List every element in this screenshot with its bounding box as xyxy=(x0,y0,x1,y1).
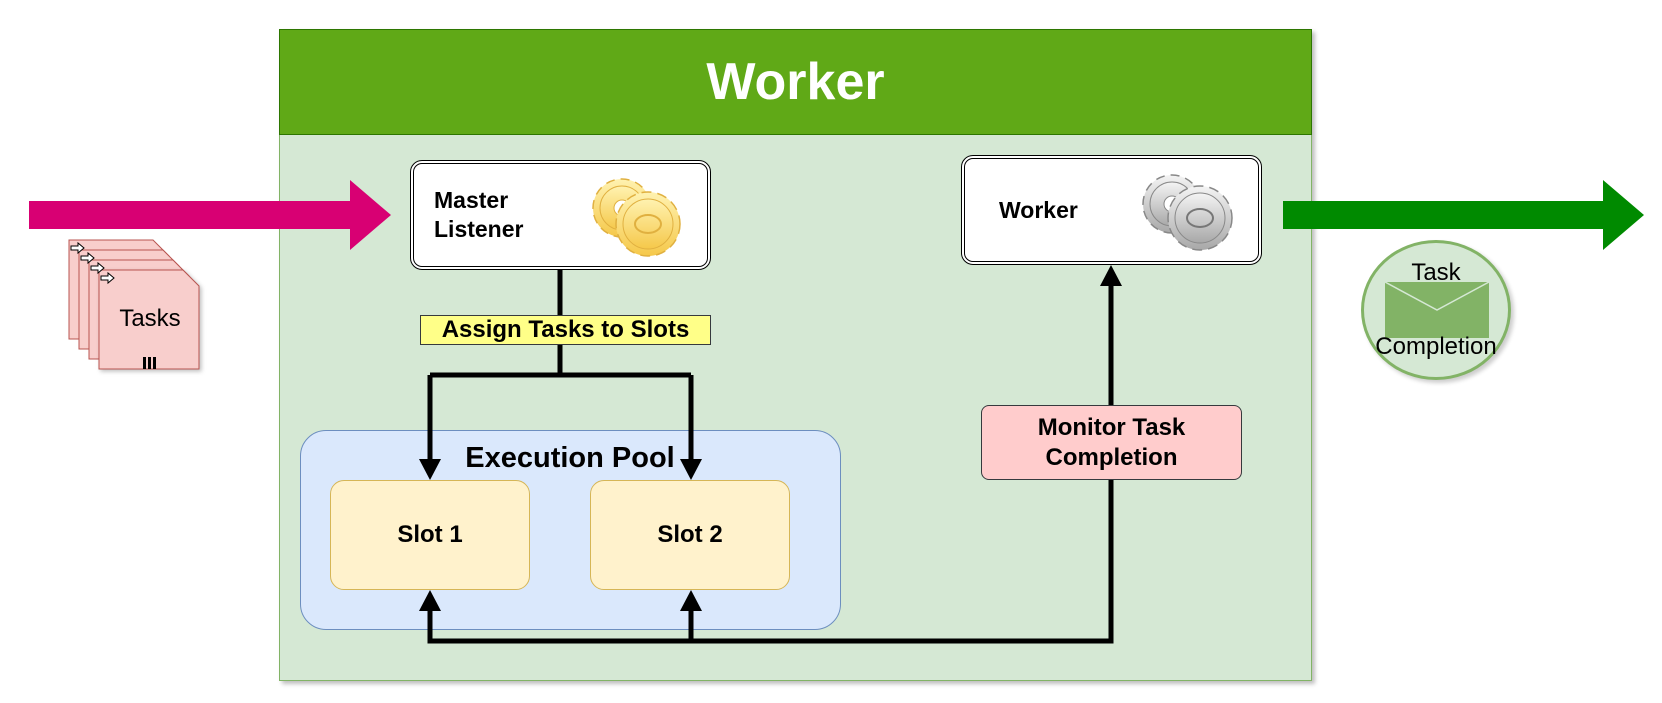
tasks-label: Tasks xyxy=(119,305,181,332)
arrowhead-worker-up xyxy=(1100,265,1122,286)
page-arrow-icon xyxy=(100,271,115,285)
arrowhead-slot-2-down xyxy=(680,459,702,480)
arrowhead-slot-2-up xyxy=(680,590,702,611)
worker-title: Worker xyxy=(279,29,1312,135)
page-arrow-icon xyxy=(70,241,85,255)
arrowhead-slot-1-up xyxy=(419,590,441,611)
output-arrow xyxy=(1283,180,1644,250)
task-sheet-4 xyxy=(98,269,200,370)
assign-tasks-label: Assign Tasks to Slots xyxy=(420,315,711,345)
task-completion-label-top: Task xyxy=(1411,259,1461,286)
slot-1: Slot 1 xyxy=(330,480,530,590)
monitor-connector xyxy=(427,285,1114,644)
page-arrow-icon xyxy=(90,261,105,275)
master-listener-label: Master Listener xyxy=(434,187,524,242)
execution-pool-title: Execution Pool xyxy=(465,442,675,474)
worker-label: Worker xyxy=(999,197,1078,223)
task-completion-label-bottom: Completion xyxy=(1375,333,1497,360)
parallel-marker-icon xyxy=(143,357,156,369)
arrowhead-slot-1-down xyxy=(419,459,441,480)
monitor-task-completion-label: Monitor Task Completion xyxy=(981,405,1242,480)
page-arrow-icon xyxy=(80,251,95,265)
input-arrow xyxy=(29,180,391,250)
slot-2: Slot 2 xyxy=(590,480,790,590)
